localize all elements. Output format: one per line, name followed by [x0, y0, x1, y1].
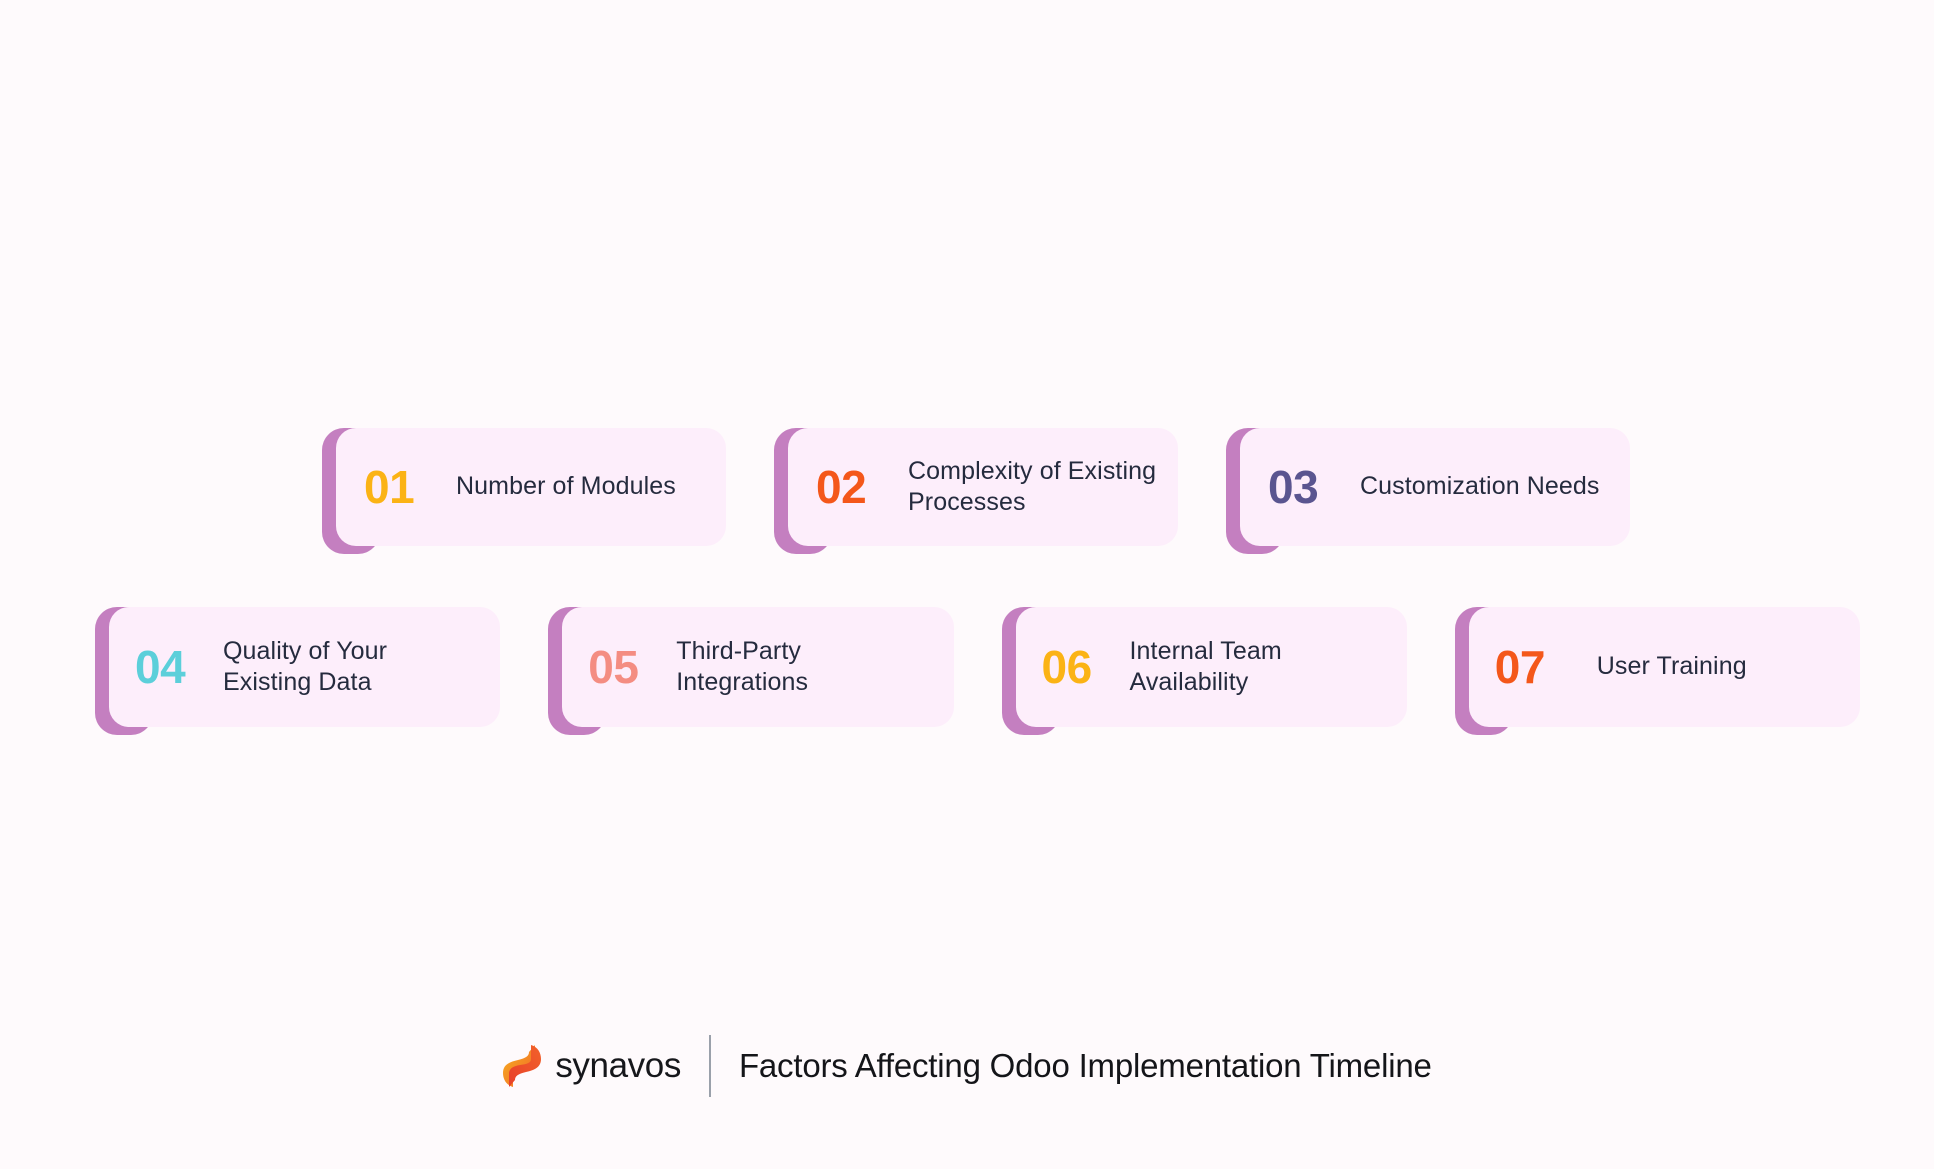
factor-card-label: User Training: [1596, 652, 1747, 681]
factor-card-01[interactable]: 01 Number of Modules: [322, 428, 726, 554]
factor-card-07[interactable]: 07 User Training: [1454, 607, 1860, 735]
factor-card-body: 07 User Training: [1468, 607, 1860, 727]
factor-card-body: 03 Customization Needs: [1240, 428, 1630, 546]
factor-card-label: Number of Modules: [456, 472, 676, 501]
footer: synavos Factors Affecting Odoo Implement…: [0, 1030, 1934, 1102]
synavos-s-mark-icon: [503, 1045, 542, 1087]
factor-card-number: 05: [588, 641, 639, 693]
card-row-2: 04 Quality of Your Existing Data 05 Third-P…: [95, 607, 1860, 735]
factor-card-body: 05 Third-Party Integrations: [562, 607, 954, 727]
brand-name: synavos: [555, 1046, 681, 1085]
factor-card-label: Complexity of Existing Processes: [908, 456, 1157, 517]
card-row-1: 01 Number of Modules 02 Complexity of Exist…: [322, 428, 1630, 554]
factor-card-02[interactable]: 02 Complexity of Existing Processes: [774, 428, 1178, 554]
factor-card-04[interactable]: 04 Quality of Your Existing Data: [95, 607, 501, 735]
factor-card-number: 04: [135, 641, 186, 693]
factor-card-03[interactable]: 03 Customization Needs: [1226, 428, 1630, 554]
factor-card-06[interactable]: 06 Internal Team Availability: [1001, 607, 1407, 735]
footer-title: Factors Affecting Odoo Implementation Ti…: [738, 1047, 1432, 1084]
factor-card-label: Quality of Your Existing Data: [223, 636, 388, 697]
factor-card-label: Third-Party Integrations: [676, 636, 809, 697]
factor-card-number: 02: [816, 461, 867, 513]
factor-card-number: 01: [364, 461, 415, 513]
factor-card-body: 04 Quality of Your Existing Data: [109, 607, 501, 727]
factor-card-number: 06: [1041, 641, 1093, 693]
factor-card-label: Customization Needs: [1360, 472, 1600, 501]
factor-card-number: 07: [1494, 641, 1546, 693]
factor-card-number: 03: [1268, 461, 1319, 513]
factor-card-body: 02 Complexity of Existing Processes: [788, 428, 1178, 546]
factor-card-05[interactable]: 05 Third-Party Integrations: [548, 607, 954, 735]
factor-card-body: 01 Number of Modules: [336, 428, 726, 546]
factor-card-body: 06 Internal Team Availability: [1015, 607, 1407, 727]
factor-card-label: Internal Team Availability: [1129, 636, 1282, 697]
brand-lockup: synavos: [502, 1043, 681, 1089]
footer-divider: [708, 1035, 711, 1097]
